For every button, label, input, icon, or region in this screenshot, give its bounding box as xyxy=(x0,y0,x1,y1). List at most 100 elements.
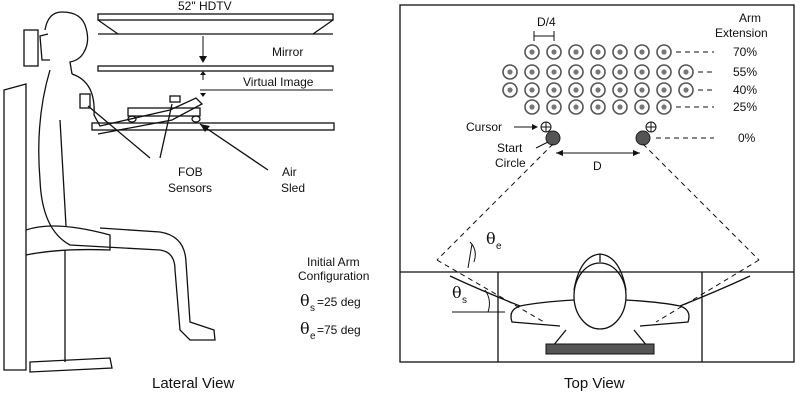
target-grid xyxy=(502,44,694,115)
target-circle xyxy=(678,82,694,98)
target-circle xyxy=(524,44,540,60)
ext-70-label: 70% xyxy=(733,45,757,59)
arm-configuration: Initial Arm Configuration θ s =25 deg θ … xyxy=(298,255,369,342)
theta-s-angle-symbol: θ xyxy=(452,283,462,302)
target-circle xyxy=(612,44,628,60)
mirror xyxy=(97,65,334,72)
target-circle xyxy=(678,64,694,80)
target-circle xyxy=(656,44,672,60)
arm-extension-label-2: Extension xyxy=(715,26,768,40)
fob-sensor-upper xyxy=(79,93,91,109)
table-cutout xyxy=(497,272,703,362)
start-circle-left xyxy=(545,130,561,146)
air-label: Air xyxy=(282,165,297,179)
hdtv-label: 52" HDTV xyxy=(178,0,232,13)
start-pointer xyxy=(535,141,549,149)
chair xyxy=(3,83,113,373)
sled-label: Sled xyxy=(281,181,305,195)
d-label: D xyxy=(593,159,602,173)
cursor-arrowhead xyxy=(532,124,538,130)
target-circle xyxy=(590,64,606,80)
target-circle xyxy=(590,44,606,60)
fob-pointer-2 xyxy=(159,103,173,159)
virtual-image-arrowhead xyxy=(200,71,206,75)
config-title-1: Initial Arm xyxy=(307,255,360,269)
theta-e-angle-subscript: e xyxy=(496,241,502,252)
theta-s-angle-subscript: s xyxy=(462,295,467,306)
target-circle xyxy=(524,64,540,80)
subject-top-view xyxy=(449,253,751,355)
lateral-view-panel: 52" HDTV Mirror Virtual Image xyxy=(3,0,335,392)
theta-s-symbol: θ xyxy=(300,291,310,310)
headset xyxy=(23,29,39,67)
target-circle xyxy=(656,82,672,98)
target-circle xyxy=(568,82,584,98)
cursor-icon xyxy=(540,121,552,133)
target-circle xyxy=(634,82,650,98)
target-circle xyxy=(546,99,562,115)
sled-foot-right xyxy=(191,115,201,123)
mirror-label: Mirror xyxy=(272,45,303,59)
fob-label: FOB xyxy=(178,165,203,179)
ext-55-label: 55% xyxy=(733,65,757,79)
target-circle xyxy=(568,64,584,80)
theta-e-symbol: θ xyxy=(300,319,310,338)
arm-geometry-right xyxy=(642,143,760,323)
arm-extension-label-1: Arm xyxy=(739,11,761,25)
ext-0-label: 0% xyxy=(738,131,756,145)
virtual-image-arrowhead-2 xyxy=(200,93,206,97)
target-circle xyxy=(502,64,518,80)
target-circle xyxy=(546,44,562,60)
fob-sensor-hand xyxy=(169,95,181,103)
cursor-icon-right xyxy=(645,121,657,133)
target-circle xyxy=(634,99,650,115)
top-view-caption: Top View xyxy=(564,375,625,392)
d-arrow-right xyxy=(633,150,640,156)
ext-25-label: 25% xyxy=(733,100,757,114)
target-circle xyxy=(546,64,562,80)
ext-40-label: 40% xyxy=(733,83,757,97)
d4-label: D/4 xyxy=(537,15,556,29)
extension-levels: 70% 55% 40% 25% 0% xyxy=(656,45,757,145)
target-circle xyxy=(656,64,672,80)
theta-e-angle-symbol: θ xyxy=(486,229,496,248)
chair-back xyxy=(545,343,655,355)
air-sled xyxy=(127,107,201,117)
air-sled-arrowhead xyxy=(200,124,210,132)
lateral-view-caption: Lateral View xyxy=(152,375,234,392)
start-circle-right xyxy=(635,130,651,146)
d-arrow-left xyxy=(556,150,563,156)
circle-label: Circle xyxy=(495,156,526,170)
cursor-label: Cursor xyxy=(466,120,502,134)
target-circle xyxy=(612,64,628,80)
target-circle xyxy=(546,82,562,98)
air-sled-pointer xyxy=(199,123,269,171)
elbow-angle-value: =75 deg xyxy=(317,323,361,337)
target-circle xyxy=(568,44,584,60)
arm-geometry-left xyxy=(436,143,554,323)
target-circle xyxy=(502,82,518,98)
virtual-image-label: Virtual Image xyxy=(243,75,314,89)
seated-subject xyxy=(23,11,216,341)
start-label: Start xyxy=(497,141,523,155)
top-view-frame xyxy=(399,4,795,363)
tv-mirror-arrowhead xyxy=(199,56,207,63)
target-circle xyxy=(568,99,584,115)
target-circle xyxy=(612,82,628,98)
config-title-2: Configuration xyxy=(298,269,369,283)
target-circle xyxy=(634,44,650,60)
head-top xyxy=(573,262,627,330)
target-circle xyxy=(656,99,672,115)
target-circle xyxy=(590,99,606,115)
target-circle xyxy=(590,82,606,98)
hdtv xyxy=(97,13,334,35)
target-circle xyxy=(634,64,650,80)
sensors-label: Sensors xyxy=(168,181,212,195)
fob-pointer-1 xyxy=(87,105,151,159)
shoulder-angle-value: =25 deg xyxy=(317,295,361,309)
top-view-panel: D/4 Arm Extension 70% 55% 40% 25% 0% Cur… xyxy=(399,4,795,392)
target-circle xyxy=(524,82,540,98)
theta-e-subscript: e xyxy=(310,331,316,342)
target-circle xyxy=(612,99,628,115)
